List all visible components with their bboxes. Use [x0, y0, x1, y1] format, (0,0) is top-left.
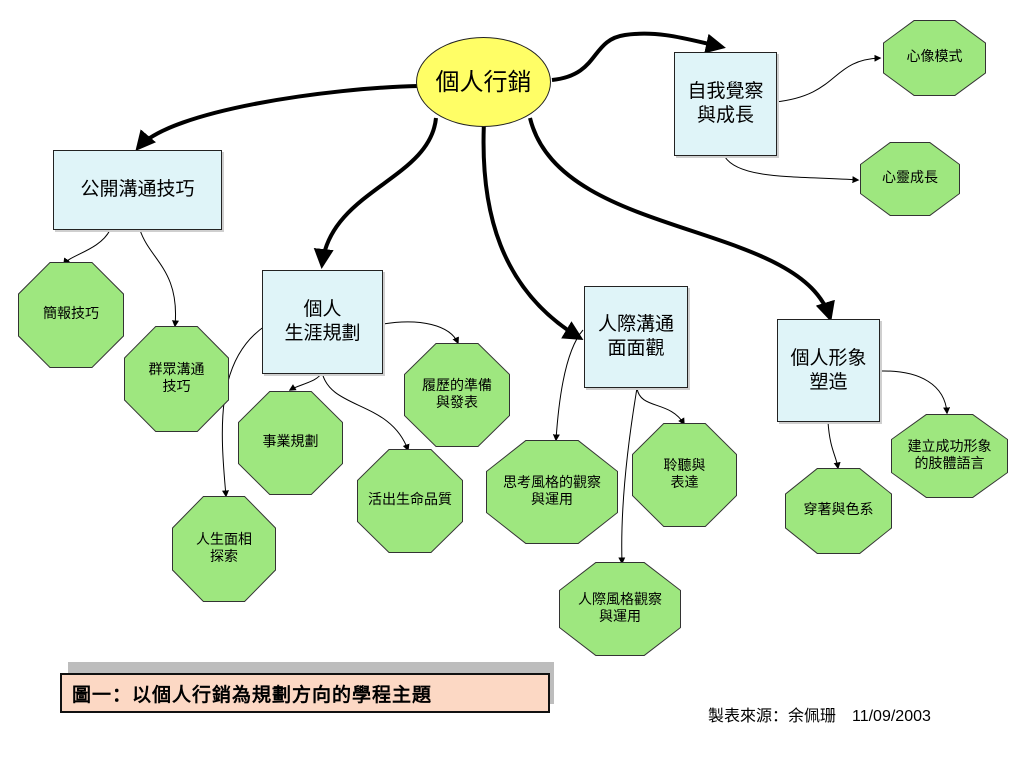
edge-root-public: [135, 84, 419, 152]
leaf-spiritual-growth: 心靈成長: [861, 143, 959, 215]
leaf-life-aspects: 人生面相 探索: [173, 497, 275, 601]
leaf-mental-model: 心像模式: [884, 21, 985, 95]
leaf-interpersonal-style: 人際風格觀察 與運用: [560, 563, 680, 655]
branch-self-growth: 自我覺察 與成長: [674, 52, 777, 156]
branch-interpersonal: 人際溝通 面面觀: [584, 286, 688, 388]
source-note: 製表來源：余佩珊 11/09/2003: [708, 708, 931, 725]
leaf-crowd-communication: 群眾溝通 技巧: [125, 327, 228, 431]
edge-public-crowd: [139, 229, 179, 328]
leaf-career-planning: 事業規劃: [239, 392, 342, 494]
leaf-listening: 聆聽與 表達: [633, 424, 736, 526]
leaf-briefing-skills: 簡報技巧: [19, 263, 123, 367]
edge-image-body: [879, 370, 951, 415]
edge-self-mental-model: [774, 54, 882, 103]
edge-root-image: [528, 117, 835, 322]
edge-career-plan: [288, 371, 323, 391]
edge-career-quality: [321, 371, 410, 452]
edge-root-interpersonal: [481, 121, 584, 341]
edge-root-career: [313, 117, 438, 269]
branch-personal-image: 個人形象 塑造: [777, 319, 880, 422]
edge-image-dress: [827, 421, 841, 470]
edge-inter-thinking: [552, 329, 584, 442]
edge-inter-listen: [636, 387, 685, 426]
leaf-resume: 履歷的準備 與發表: [405, 344, 509, 446]
branch-public-communication: 公開溝通技巧: [53, 150, 222, 230]
edge-public-briefing: [63, 229, 111, 266]
edge-career-resume: [382, 321, 459, 345]
root-node: 個人行銷: [416, 37, 551, 127]
figure-caption: 圖一：以個人行銷為規劃方向的學程主題: [60, 673, 550, 713]
leaf-body-language: 建立成功形象 的肢體語言: [892, 415, 1007, 497]
leaf-life-quality: 活出生命品質: [358, 450, 462, 552]
leaf-thinking-style: 思考風格的觀察 與運用: [487, 441, 617, 543]
leaf-dress-color: 穿著與色系: [786, 469, 891, 553]
edge-self-spirit: [724, 156, 860, 184]
edge-inter-style: [618, 387, 638, 565]
branch-career-planning: 個人 生涯規劃: [262, 270, 383, 374]
edge-root-self: [551, 31, 726, 82]
